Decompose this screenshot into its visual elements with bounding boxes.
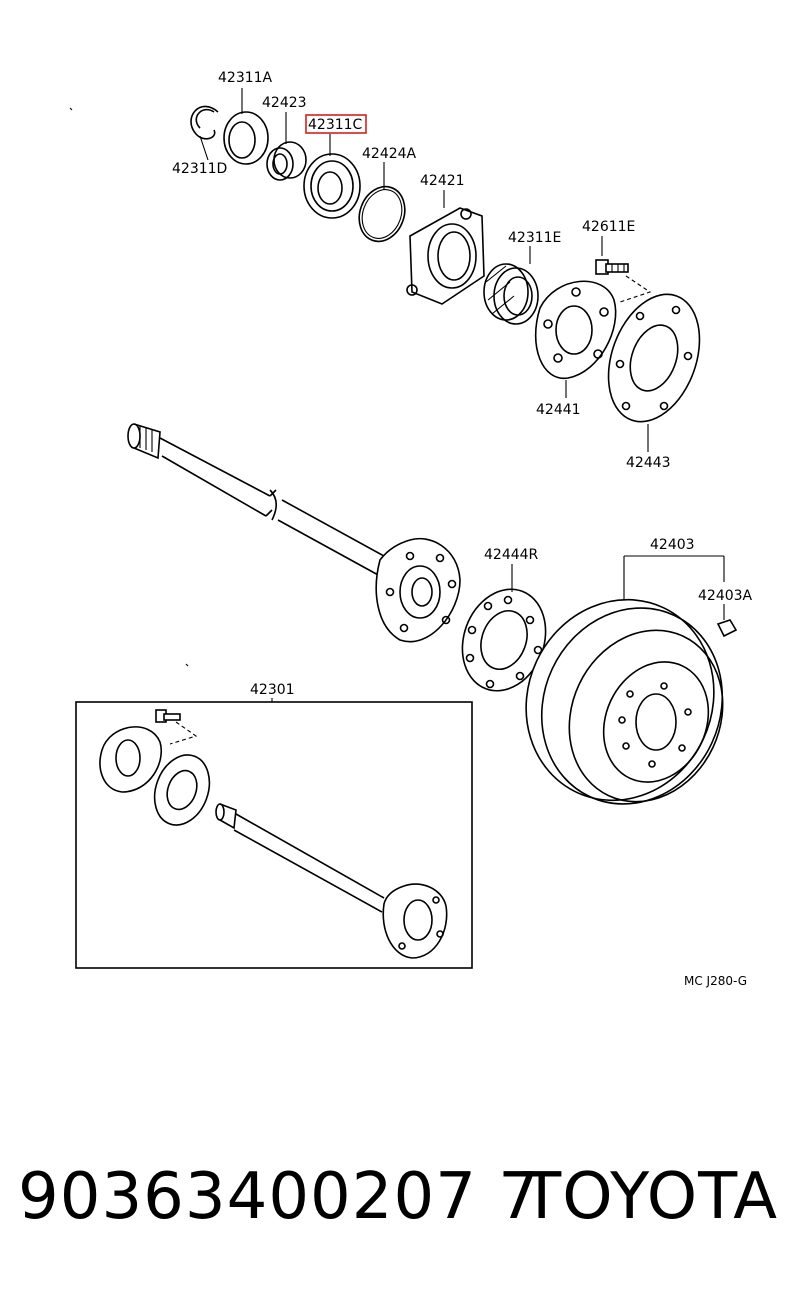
label-42311E: 42311E: [508, 230, 561, 246]
label-42441: 42441: [536, 402, 581, 418]
part-number: 90363400207 7: [18, 1160, 540, 1234]
plug-42403A[interactable]: [716, 619, 738, 638]
drawing-code: MC J280-G: [684, 974, 747, 988]
stray-mark: [69, 107, 73, 111]
o-ring-42424A[interactable]: [352, 180, 412, 248]
bearing-retainer-42421[interactable]: [406, 207, 485, 305]
oil-seal-42311E[interactable]: [483, 263, 539, 325]
footer: 90363400207 7 TOYOTA: [18, 1160, 778, 1240]
label-42443: 42443: [626, 455, 671, 471]
label-42444R: 42444R: [484, 547, 539, 563]
bearing-42311C[interactable]: [303, 153, 361, 219]
highlight-box-42311C: [305, 114, 367, 134]
label-42301: 42301: [250, 682, 295, 698]
stray-mark: [185, 663, 189, 667]
hub-flange-42441[interactable]: [534, 280, 617, 379]
hub-bolt-42611E[interactable]: [595, 259, 652, 303]
label-42611E: 42611E: [582, 219, 635, 235]
snap-ring-42311D[interactable]: [190, 105, 219, 140]
gasket-42443[interactable]: [592, 282, 716, 435]
exploded-parts-diagram: 42311A 42423 42311C 42424A 42311D 42421 …: [69, 70, 755, 988]
leader-lines: [199, 88, 725, 702]
label-42424A: 42424A: [362, 146, 417, 162]
bearing-42423[interactable]: [266, 141, 307, 181]
label-42311D: 42311D: [172, 161, 227, 177]
label-42403: 42403: [650, 537, 695, 553]
label-42421: 42421: [420, 173, 465, 189]
brake-drum-42403[interactable]: [494, 569, 755, 834]
label-42311C: 42311C: [308, 117, 363, 133]
brand-name: TOYOTA: [522, 1160, 778, 1234]
gasket-42444R[interactable]: [449, 577, 560, 702]
label-42311A: 42311A: [218, 70, 273, 86]
label-42403A: 42403A: [698, 588, 753, 604]
label-42423: 42423: [262, 95, 307, 111]
outer-race-42311A[interactable]: [223, 111, 269, 165]
axle-shaft[interactable]: [127, 423, 461, 643]
axle-assembly-42301-box[interactable]: [75, 701, 473, 969]
